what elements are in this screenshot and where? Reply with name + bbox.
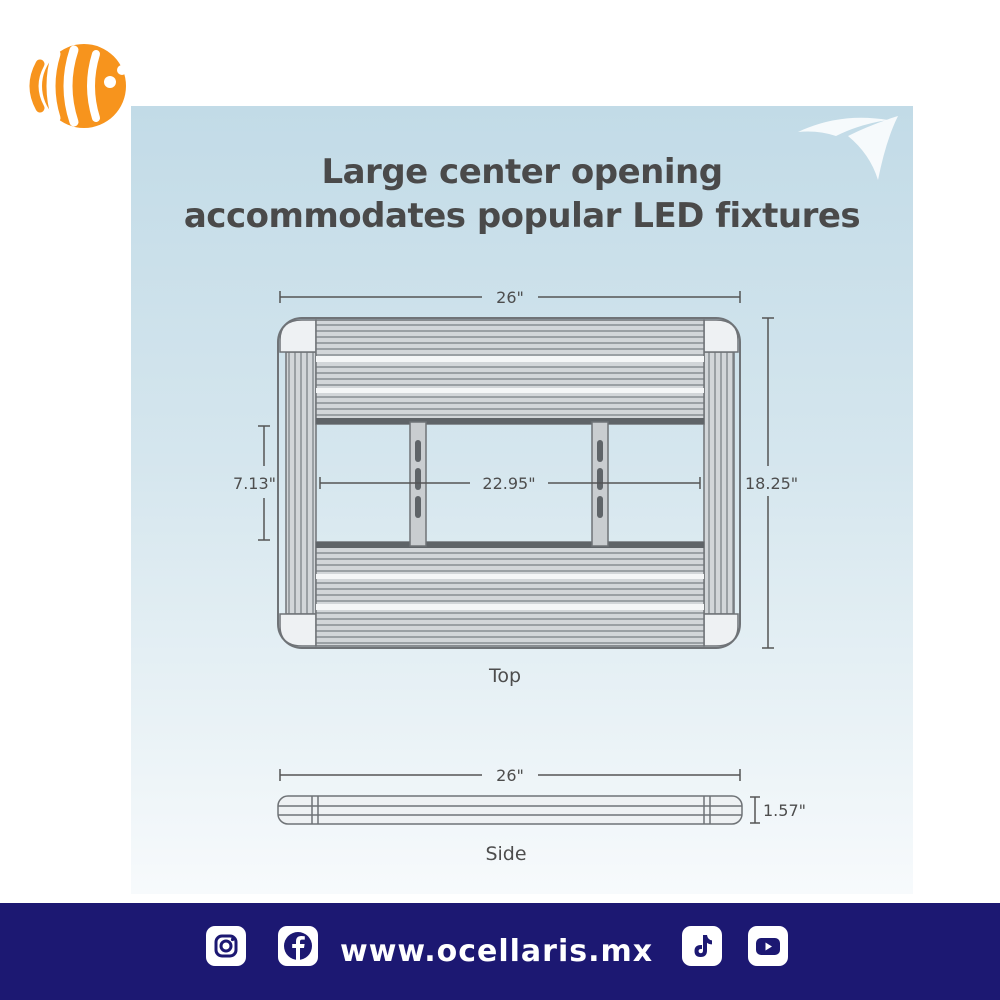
top-view-label: Top [488,665,521,687]
corner-cap-top-left [279,319,317,353]
tiktok-link[interactable] [682,926,722,966]
tiktok-icon [694,935,712,957]
corner-cap-top-right [703,319,739,353]
headline-line-2: accommodates popular LED fixtures [183,196,861,236]
dimension-side-height [750,796,760,824]
bottom-panel-highlight-2 [316,604,704,610]
youtube-icon [756,938,780,955]
dimension-top-height [762,317,774,649]
facebook-link[interactable] [278,926,318,966]
top-panel-edge [316,418,704,424]
top-view [277,317,741,649]
bottom-panel-highlight-1 [316,574,704,579]
top-frame-outline [277,317,741,649]
headline: Large center opening accommodates popula… [131,150,913,238]
opening-height-label: 7.13" [233,474,276,493]
dimension-top-width [279,291,741,303]
product-diagram-panel [131,106,913,894]
bottom-panel [315,541,705,647]
top-panel [315,319,705,425]
opening-width-label: 22.95" [482,474,535,493]
left-rail [285,351,317,615]
corner-cap-bottom-left [279,613,317,647]
footer-bar [0,903,1000,1000]
youtube-link[interactable] [748,926,788,966]
left-bracket [409,421,427,547]
facebook-icon [284,932,312,960]
right-rail [703,351,735,615]
top-width-label: 26" [496,288,524,307]
side-view-label: Side [485,843,526,865]
headline-line-1: Large center opening [321,152,723,192]
instagram-link[interactable] [206,926,246,966]
brand-swoosh-icon [798,116,898,180]
side-width-label: 26" [496,766,524,785]
instagram-icon [214,934,238,958]
right-bracket [591,421,609,547]
side-height-label: 1.57" [763,801,806,820]
dimension-opening-width [319,477,701,489]
top-panel-highlight-2 [316,388,704,393]
website-url[interactable]: www.ocellaris.mx [340,934,654,969]
side-view [277,795,743,825]
top-panel-highlight-1 [316,356,704,362]
corner-cap-bottom-right [703,613,739,647]
top-height-label: 18.25" [745,474,798,493]
dimension-opening-height [258,425,270,541]
ocellaris-logo-icon [29,44,127,128]
bottom-panel-edge [316,542,704,548]
dimension-side-width [279,769,741,781]
